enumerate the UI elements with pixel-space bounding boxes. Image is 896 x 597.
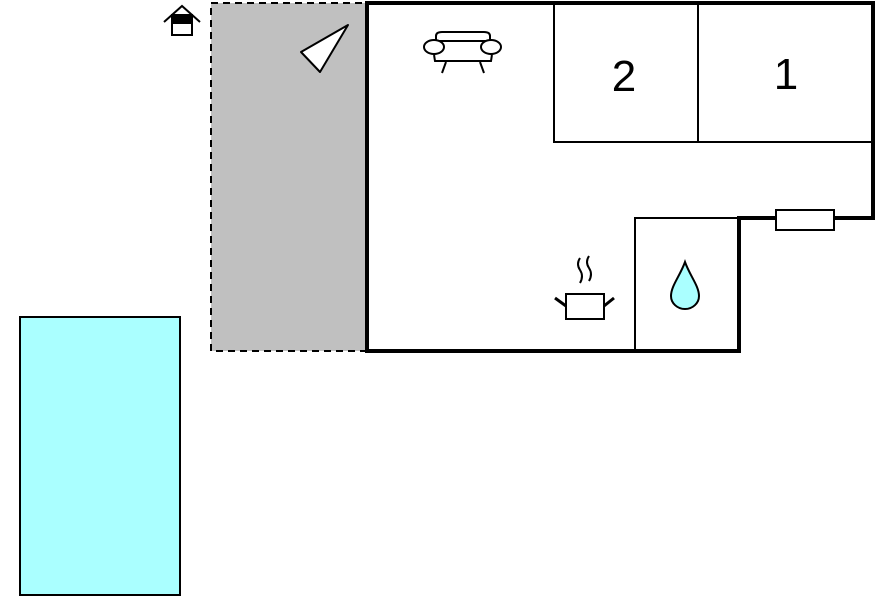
terrace	[210, 2, 368, 352]
bedroom-1-label: 1	[774, 50, 798, 99]
terrace-triangle-icon	[300, 24, 349, 73]
bedroom-2-label: 2	[612, 52, 636, 101]
radiator-icon	[775, 209, 835, 231]
outer-walls	[365, 1, 875, 353]
sofa-icon	[423, 31, 502, 74]
water-drop-icon	[669, 259, 701, 310]
cooking-pot-icon	[554, 255, 615, 320]
house-entrance-icon	[163, 4, 201, 36]
swimming-pool	[19, 316, 181, 596]
